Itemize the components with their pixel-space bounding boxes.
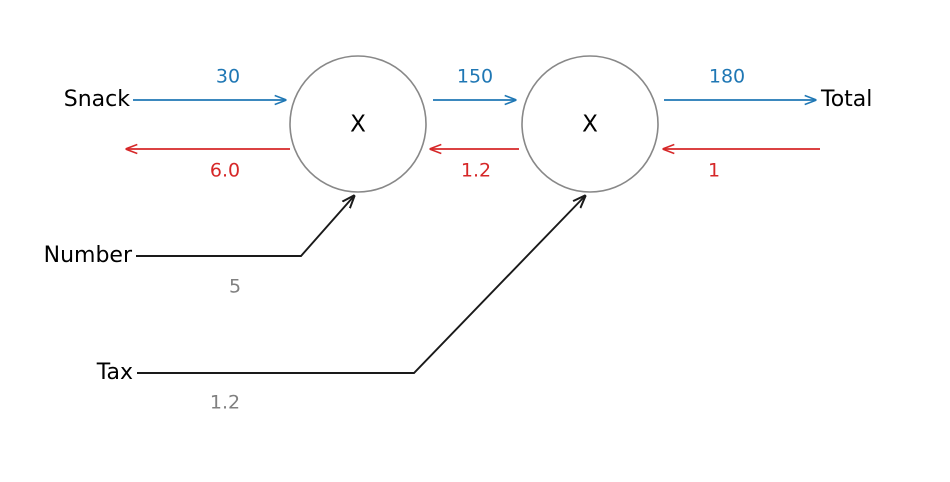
io-label-tax: Tax xyxy=(96,360,133,385)
backward-value-total-to-node2: 1 xyxy=(708,160,720,182)
node-multiply-1-label: X xyxy=(350,112,366,138)
io-label-total: Total xyxy=(820,87,872,112)
forward-value-snack-to-node1: 30 xyxy=(216,66,240,88)
input-value-tax: 1.2 xyxy=(210,392,240,414)
node-multiply-2-label: X xyxy=(582,112,598,138)
forward-value-node1-to-node2: 150 xyxy=(457,66,493,88)
backward-value-node2-to-node1: 1.2 xyxy=(461,160,491,182)
node-multiply-2[interactable] xyxy=(521,55,659,193)
backward-value-node1-to-snack: 6.0 xyxy=(210,160,240,182)
input-value-number: 5 xyxy=(229,276,241,298)
node-multiply-1[interactable] xyxy=(289,55,427,193)
io-label-snack: Snack xyxy=(64,87,130,112)
input-edge-number-to-node1 xyxy=(136,196,354,257)
input-edge-tax-to-node2 xyxy=(137,196,585,374)
forward-value-node2-to-total: 180 xyxy=(709,66,745,88)
io-label-number: Number xyxy=(44,243,133,268)
